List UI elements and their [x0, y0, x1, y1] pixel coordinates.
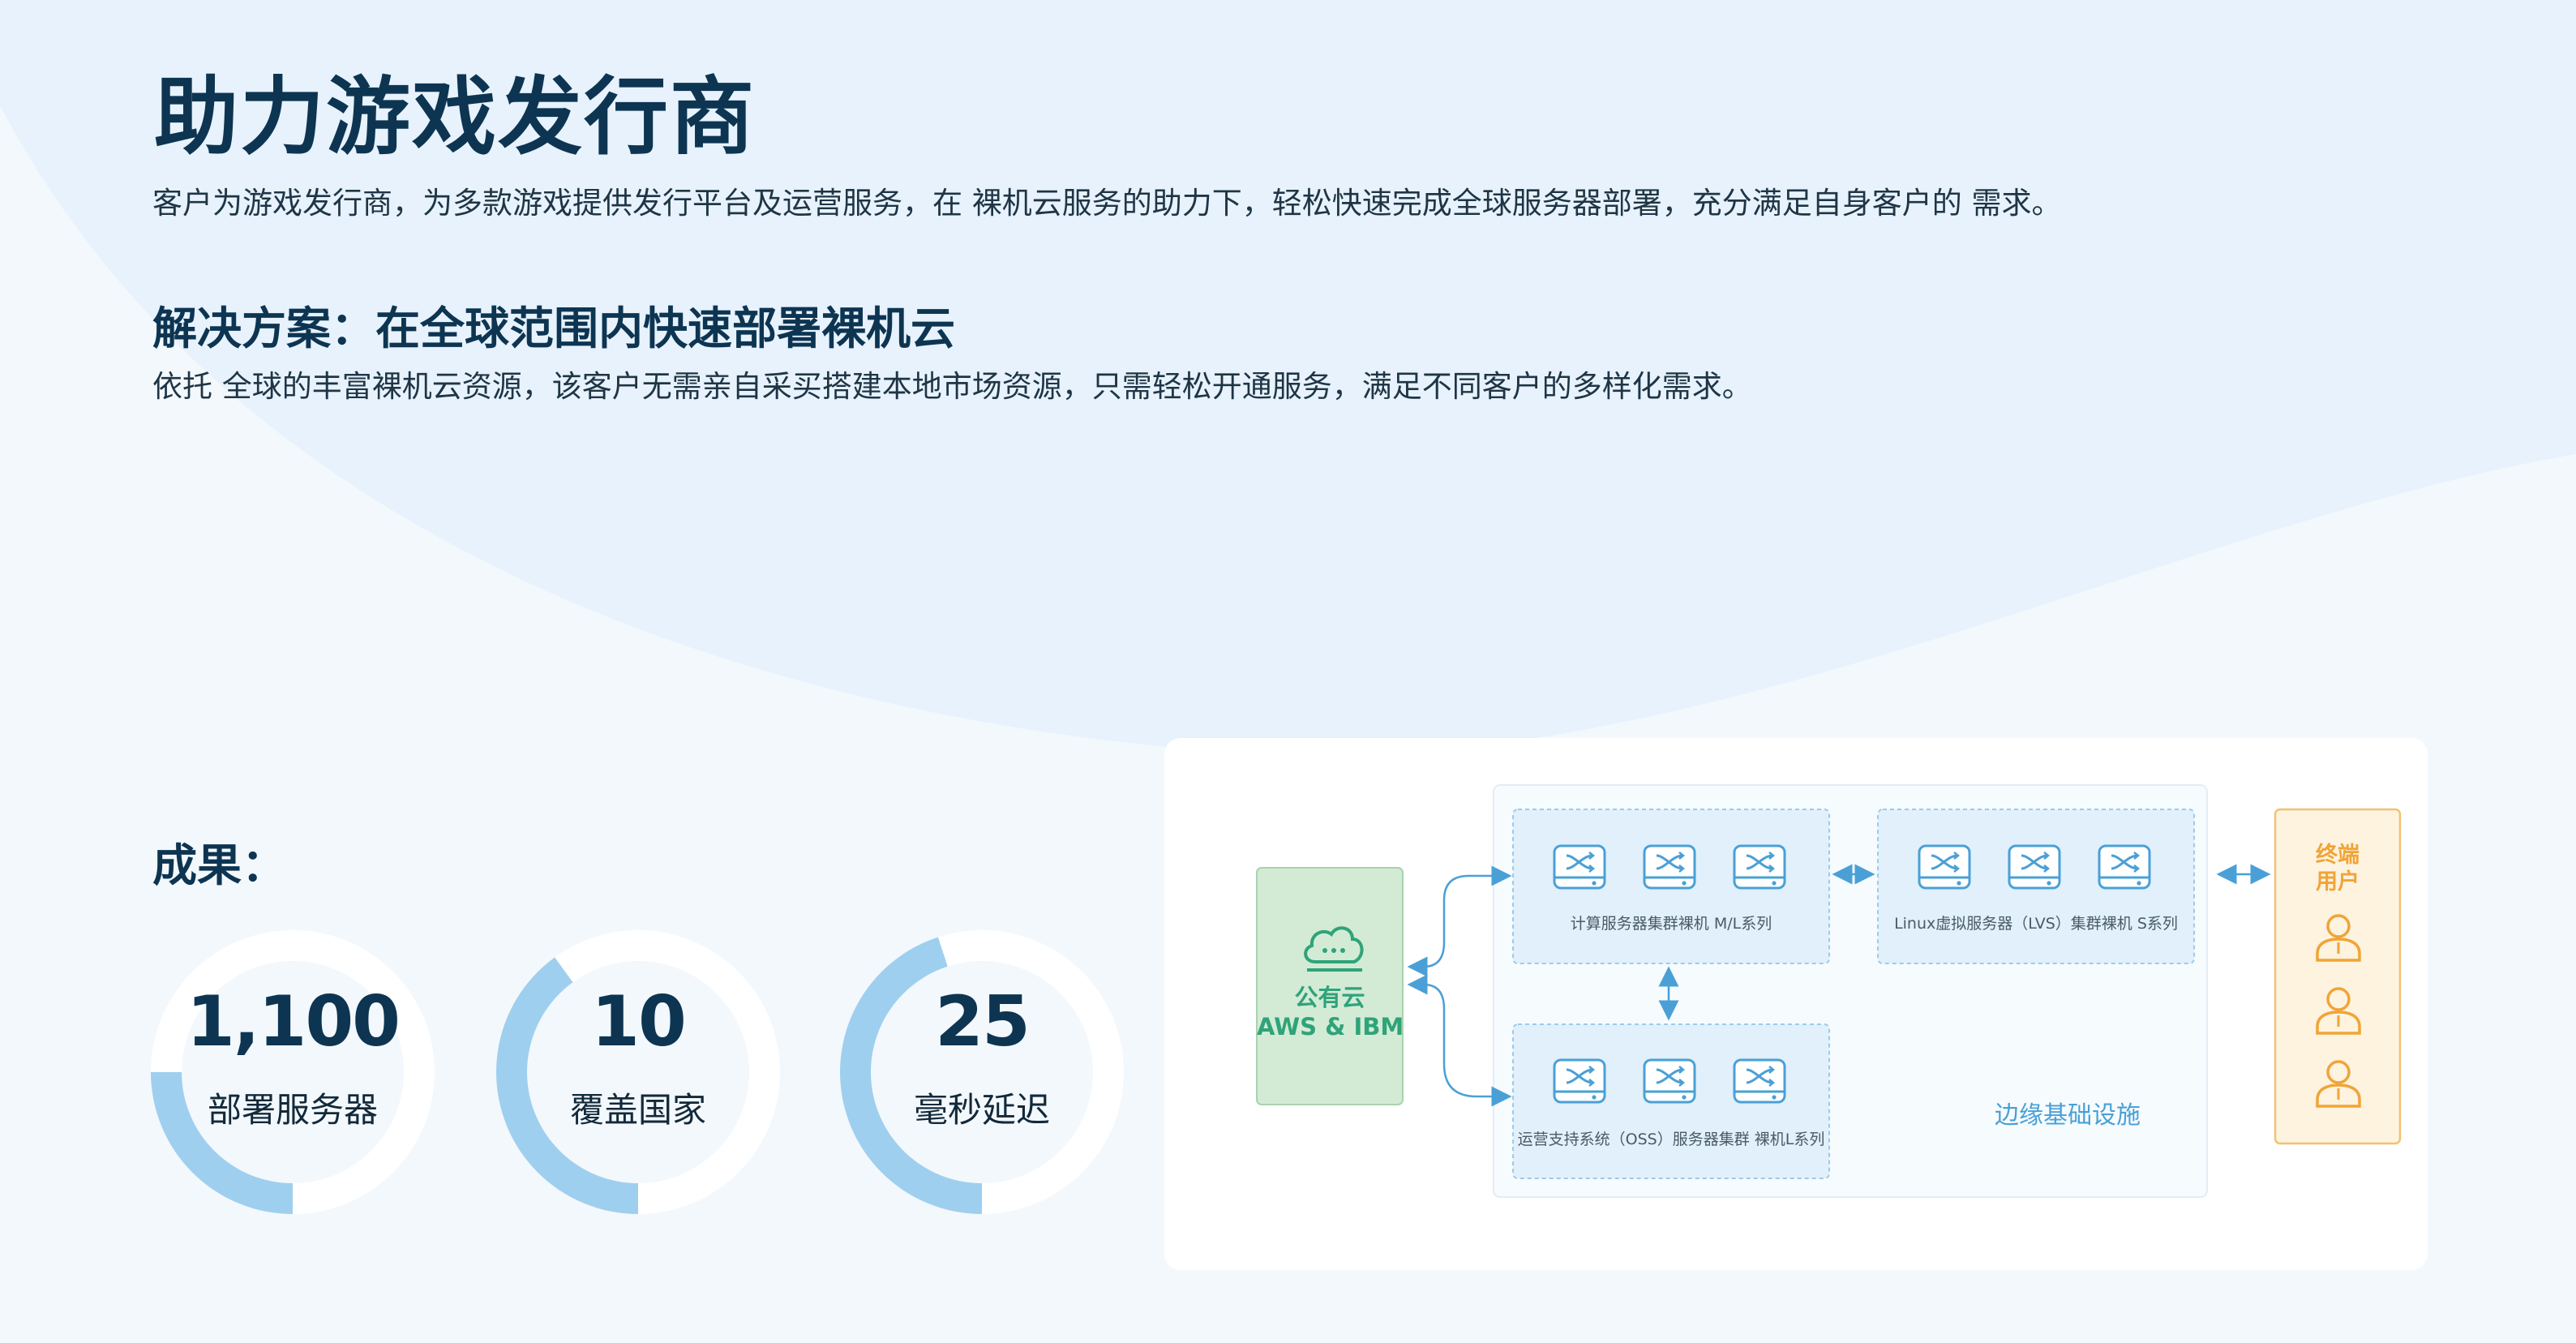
cloud-icon [1304, 926, 1364, 972]
solution-description: 依托 全球的丰富裸机云资源，该客户无需亲自采买搭建本地市场资源，只需轻松开通服务… [152, 369, 1752, 404]
server-icon [2098, 844, 2151, 890]
server-icon [1643, 844, 1696, 890]
metric-label: 覆盖国家 [569, 1090, 706, 1130]
server-icon [2008, 844, 2061, 890]
linux-cluster-label: Linux虚拟服务器（LVS）集群裸机 S系列 [1894, 915, 2178, 933]
metric-label: 部署服务器 [207, 1090, 378, 1130]
server-icon [1553, 1058, 1606, 1104]
public-cloud-line1: 公有云 [1294, 984, 1365, 1011]
metric-countries: 10 覆盖国家 [496, 0, 780, 1343]
edge-infrastructure-label: 边缘基础设施 [1995, 1101, 2141, 1130]
compute-cluster-label: 计算服务器集群裸机 M/L系列 [1570, 915, 1772, 933]
server-icon [1918, 844, 1971, 890]
server-icon [1733, 1058, 1786, 1104]
server-icon [1643, 1058, 1696, 1104]
end-user-line1: 终端 [2316, 843, 2360, 868]
solution-title: 解决方案：在全球范围内快速部署裸机云 [152, 302, 956, 354]
server-icon [1553, 844, 1606, 890]
end-user-line2: 用户 [2316, 869, 2360, 895]
metric-value: 25 [935, 981, 1031, 1062]
page-title: 助力游戏发行商 [154, 67, 757, 166]
public-cloud-label: 公有云 AWS & IBM [1257, 983, 1404, 1041]
metric-value: 10 [591, 981, 687, 1062]
oss-cluster-label: 运营支持系统（OSS）服务器集群 裸机L系列 [1517, 1131, 1825, 1148]
metric-label: 毫秒延迟 [913, 1090, 1050, 1130]
results-title: 成果： [152, 839, 287, 891]
public-cloud-box [1256, 867, 1404, 1105]
end-user-label: 终端 用户 [2275, 842, 2400, 895]
progress-ring [496, 930, 780, 1214]
metric-latency: 25 毫秒延迟 [840, 0, 1124, 1343]
page-description: 客户为游戏发行商，为多款游戏提供发行平台及运营服务，在 裸机云服务的助力下，轻松… [152, 186, 2062, 221]
server-icon [1733, 844, 1786, 890]
progress-ring [840, 930, 1124, 1214]
metric-value: 1,100 [186, 981, 401, 1062]
progress-ring [151, 930, 435, 1214]
architecture-diagram: 公有云 AWS & IBM 计算服务器集群裸机 M/L系列 Linux虚拟服务器… [1164, 738, 2428, 1270]
metric-servers: 1,100 部署服务器 [151, 0, 435, 1343]
end-user-box [2274, 808, 2402, 1145]
public-cloud-line2: AWS & IBM [1257, 1013, 1404, 1041]
